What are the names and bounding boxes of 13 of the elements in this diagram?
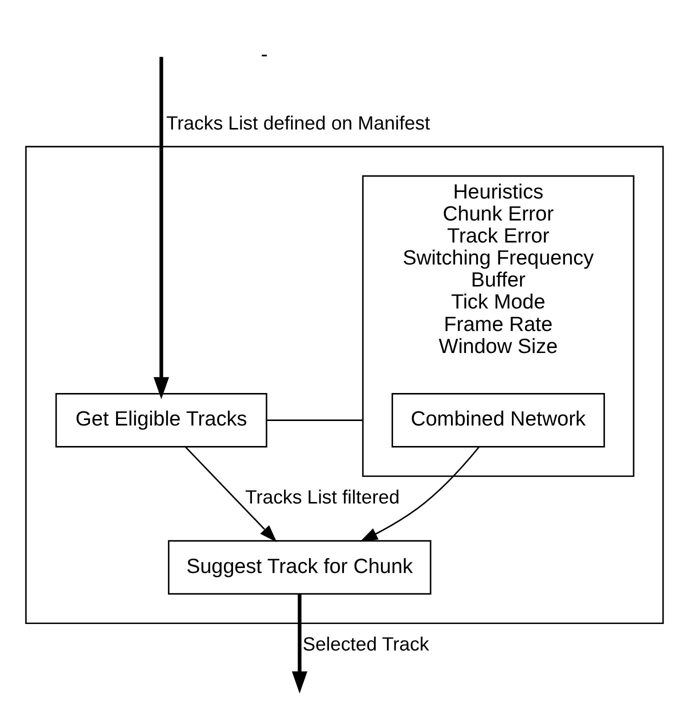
arrow xyxy=(184,446,277,542)
node-box: Get Eligible Tracks xyxy=(55,393,268,448)
arrow xyxy=(360,446,480,542)
connector xyxy=(266,420,363,421)
arrow xyxy=(154,56,170,400)
arrow xyxy=(292,594,308,694)
node-box: Suggest Track for Chunk xyxy=(168,540,432,595)
cluster xyxy=(25,146,664,624)
label: - xyxy=(260,42,268,66)
edge-label: Tracks List filtered xyxy=(245,487,400,508)
edge-label: Tracks List defined on Manifest xyxy=(166,114,430,135)
node-box: Combined Network xyxy=(392,393,605,448)
edge-label: Selected Track xyxy=(302,634,430,656)
